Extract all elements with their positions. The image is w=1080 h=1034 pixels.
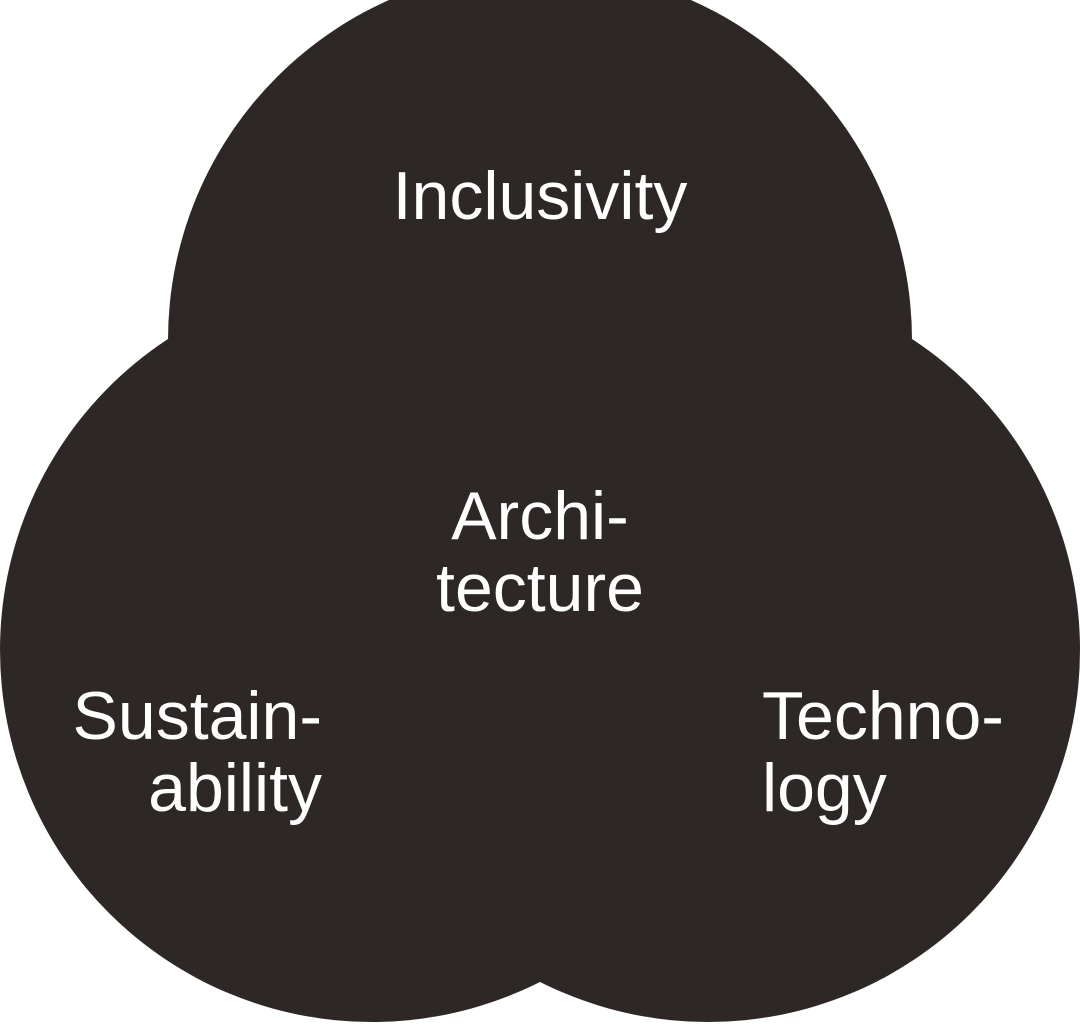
technology-line2: logy [762, 750, 887, 826]
sustainability-line2: ability [148, 750, 322, 826]
architecture-line1: Archi- [451, 478, 629, 554]
technology-line1: Techno- [762, 678, 1004, 754]
right-circle [336, 278, 1080, 1022]
inclusivity-text: Inclusivity [392, 158, 688, 234]
architecture-line2: tecture [436, 550, 644, 626]
label-sustainability: Sustain- ability [40, 680, 322, 824]
label-architecture: Archi- tecture [390, 480, 690, 624]
label-inclusivity: Inclusivity [340, 160, 740, 232]
label-technology: Techno- logy [762, 680, 1062, 824]
sustainability-line1: Sustain- [72, 678, 322, 754]
